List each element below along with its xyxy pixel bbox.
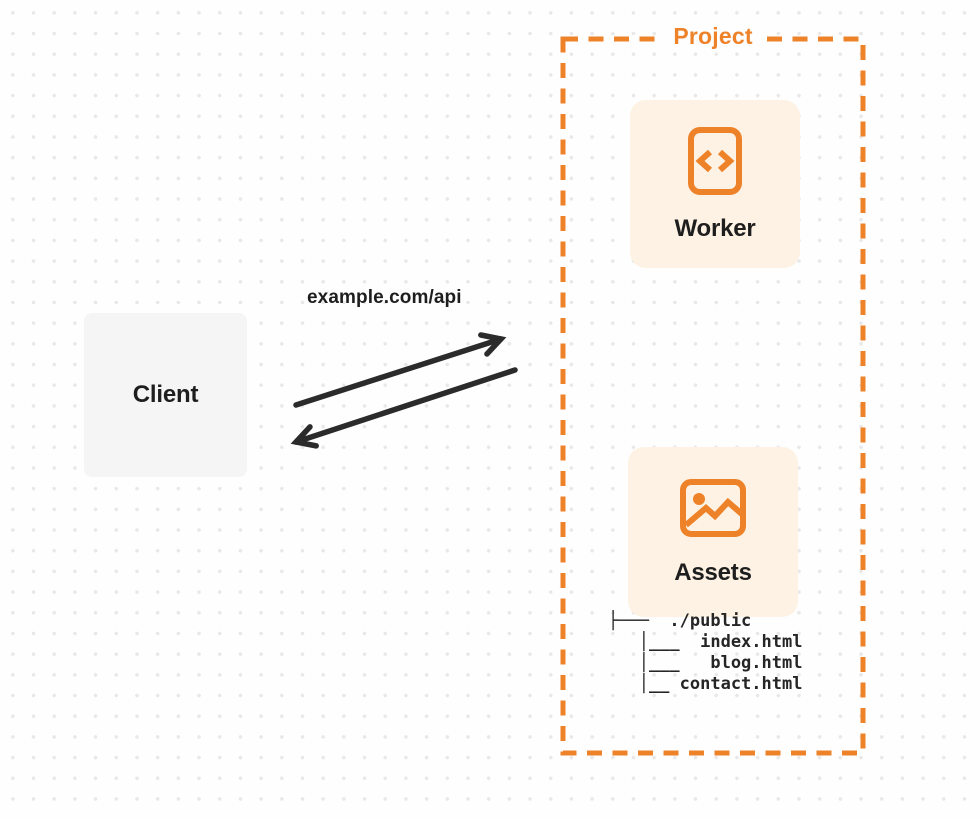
worker-label: Worker [674, 214, 756, 242]
client-node: Client [84, 313, 247, 477]
file-tree: ├─── ./public │___ index.html │___ blog.… [608, 611, 803, 694]
project-label: Project [664, 20, 762, 52]
worker-node: Worker [630, 100, 800, 268]
project-boundary [560, 36, 866, 756]
response-arrow [290, 367, 518, 449]
request-url-label: example.com/api [307, 287, 462, 308]
request-arrow [293, 332, 507, 408]
image-icon [680, 478, 746, 537]
assets-node: Assets [628, 447, 798, 617]
code-file-icon [688, 126, 742, 195]
assets-label: Assets [674, 558, 752, 586]
client-label: Client [132, 381, 199, 408]
